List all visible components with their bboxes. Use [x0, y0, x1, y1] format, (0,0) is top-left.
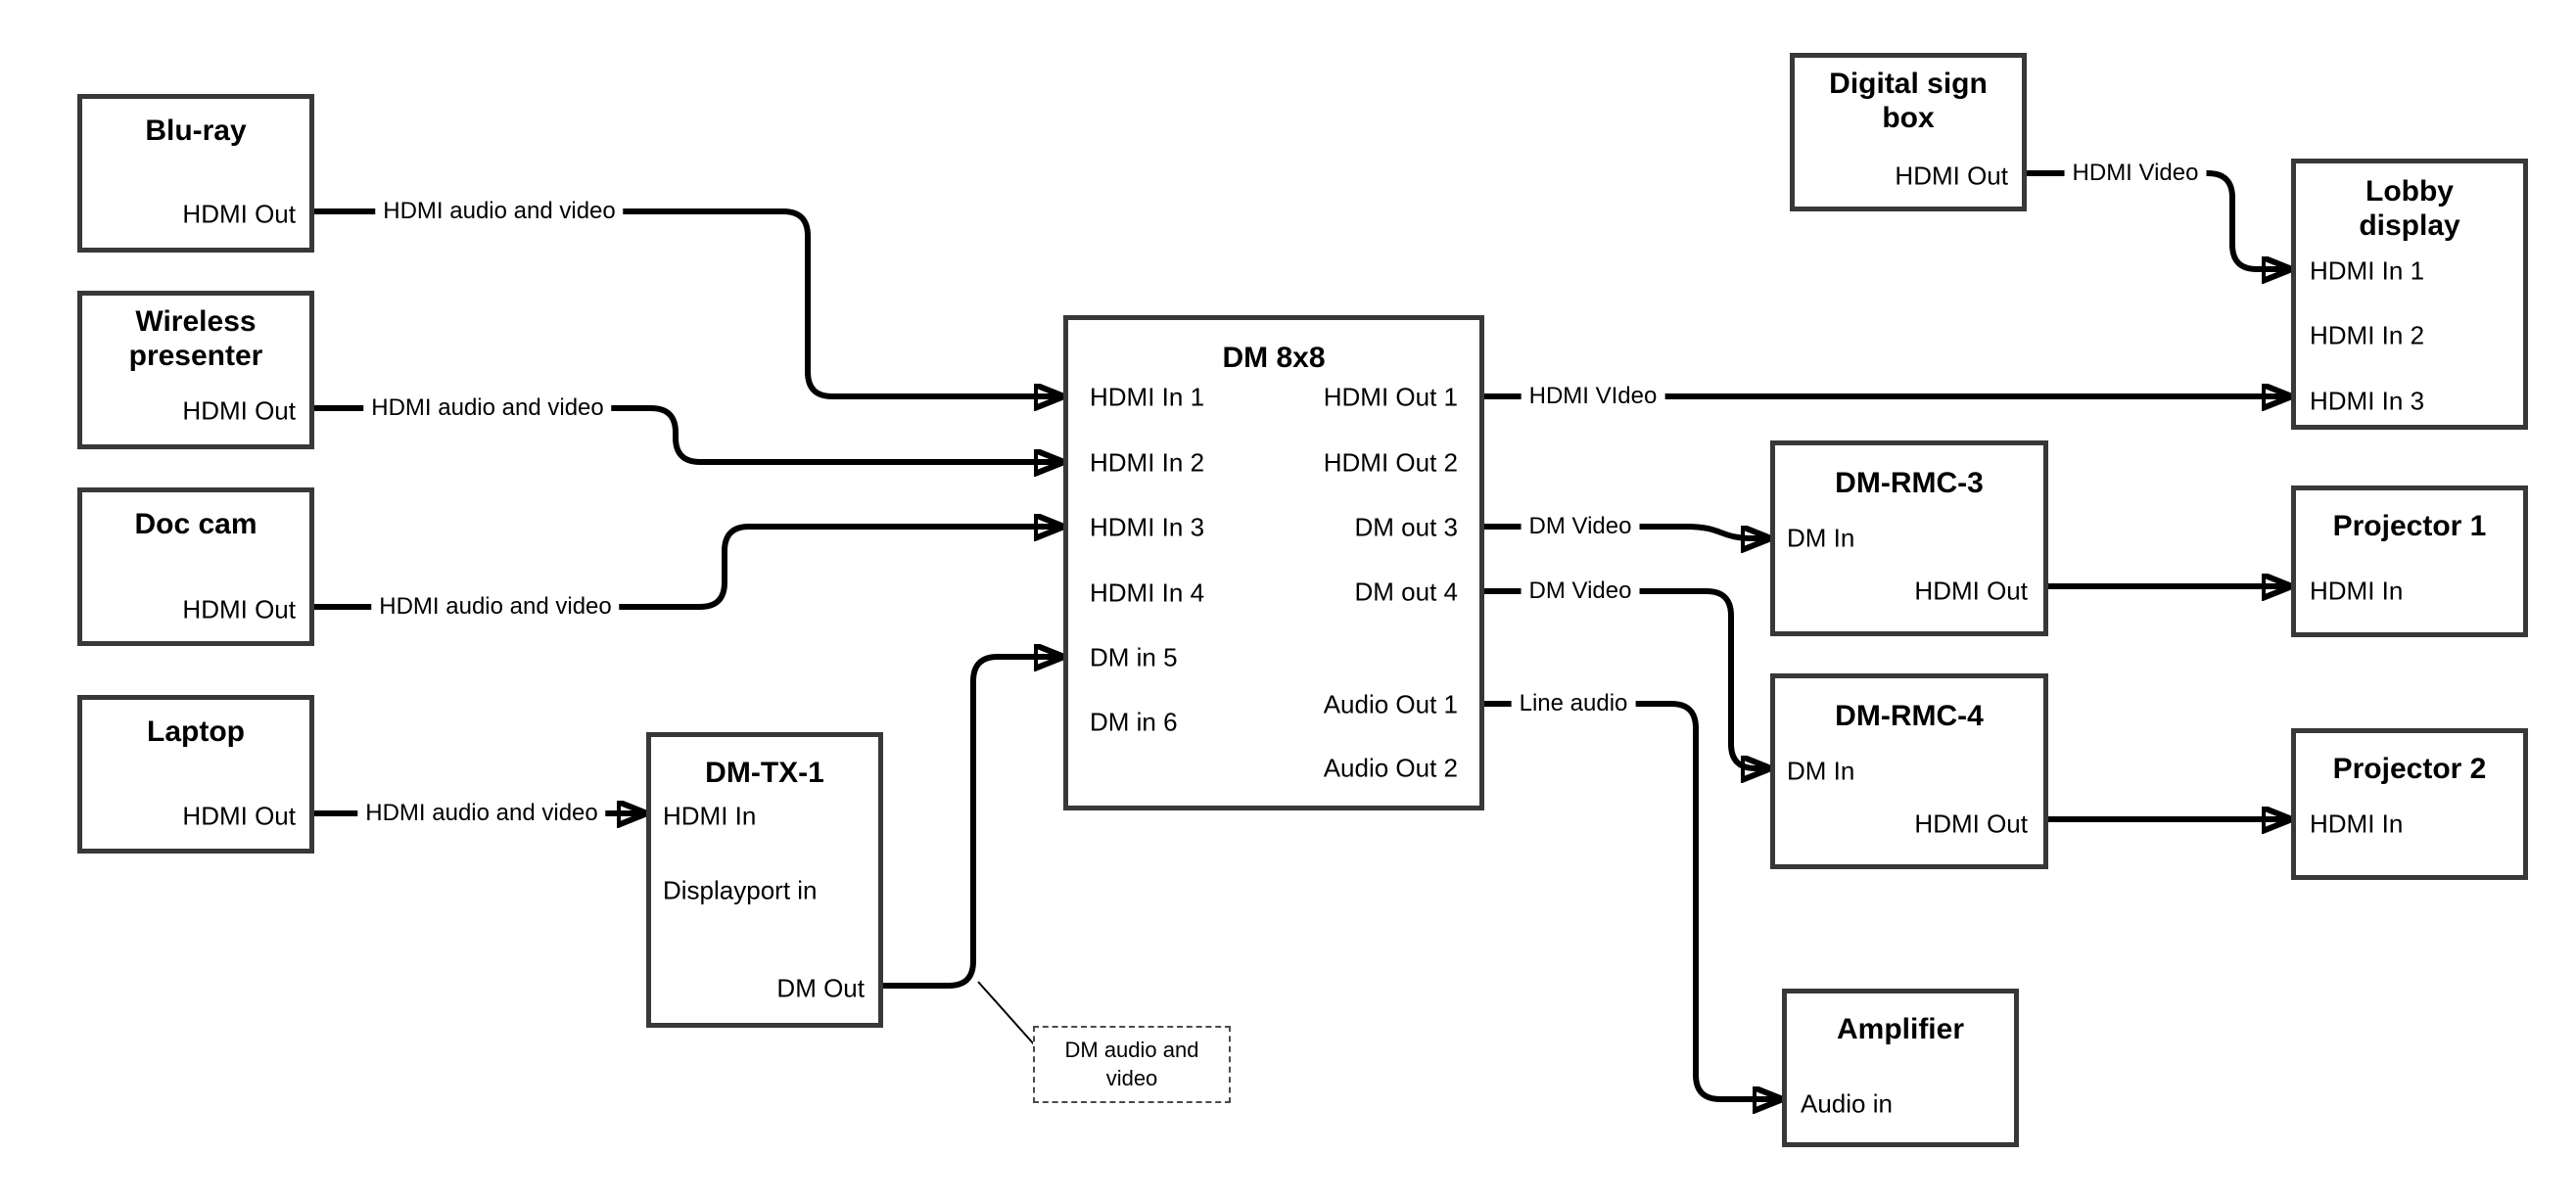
amplifier-title: Amplifier — [1836, 1013, 1965, 1045]
edge-label-digital-sign: HDMI Video — [2064, 158, 2207, 189]
port-hdmi-in: HDMI In — [2310, 808, 2404, 839]
blu-ray-title: Blu-ray — [145, 115, 247, 147]
port-dm-out: DM Out — [776, 973, 865, 1003]
edge-label-wireless: HDMI audio and video — [363, 393, 612, 424]
dm-rmc-3-title: DM-RMC-3 — [1835, 467, 1984, 499]
port-displayport-in: Displayport in — [663, 875, 818, 905]
node-laptop: Laptop HDMI Out — [77, 695, 314, 854]
edge-bluray-to-dm8x8 — [314, 208, 1063, 396]
doc-cam-title: Doc cam — [134, 508, 258, 540]
edge-dm8x8-to-amplifier — [1484, 701, 1782, 1099]
dm-tx-1-title: DM-TX-1 — [705, 757, 824, 789]
node-blu-ray: Blu-ray HDMI Out — [77, 94, 314, 253]
port-dm-out-3: DM out 3 — [1354, 512, 1458, 542]
port-dm-in: DM In — [1787, 523, 1855, 553]
port-hdmi-out: HDMI Out — [182, 199, 296, 229]
node-dm-tx-1: DM-TX-1 HDMI In Displayport in DM Out — [646, 732, 883, 1028]
port-hdmi-out: HDMI Out — [1914, 576, 2028, 606]
port-dm-in: DM In — [1787, 756, 1855, 786]
callout-line — [977, 981, 1036, 1046]
edge-doccam-to-dm8x8 — [314, 527, 1063, 610]
digital-sign-box-title: Digital sign box — [1829, 68, 1988, 134]
node-projector-2: Projector 2 HDMI In — [2291, 728, 2528, 880]
lobby-display-title: Lobby display — [2359, 175, 2460, 242]
port-hdmi-in-4: HDMI In 4 — [1090, 577, 1205, 608]
port-hdmi-in-1: HDMI In 1 — [2310, 255, 2425, 286]
edge-dmtx1-to-dm8x8 — [883, 657, 1063, 989]
port-hdmi-in-2: HDMI In 2 — [1090, 447, 1205, 478]
node-amplifier: Amplifier Audio in — [1782, 989, 2019, 1147]
edge-label-line-audio: Line audio — [1511, 688, 1636, 719]
port-hdmi-out-2: HDMI Out 2 — [1323, 447, 1458, 478]
projector-1-title: Projector 1 — [2332, 510, 2487, 542]
edge-digitalsign-to-lobby — [2027, 170, 2291, 269]
port-hdmi-in: HDMI In — [663, 801, 757, 831]
edge-label-laptop: HDMI audio and video — [357, 798, 606, 829]
dm-8x8-title: DM 8x8 — [1222, 342, 1326, 374]
port-hdmi-out: HDMI Out — [182, 594, 296, 624]
edge-label-bluray: HDMI audio and video — [375, 196, 624, 227]
callout-dm-audio-video: DM audio and video — [1033, 1026, 1231, 1103]
node-digital-sign-box: Digital sign box HDMI Out — [1790, 53, 2027, 211]
projector-2-title: Projector 2 — [2332, 753, 2487, 785]
port-dm-in-6: DM in 6 — [1090, 707, 1178, 737]
port-dm-out-4: DM out 4 — [1354, 577, 1458, 607]
port-hdmi-out-1: HDMI Out 1 — [1323, 382, 1458, 412]
laptop-title: Laptop — [147, 716, 245, 748]
node-lobby-display: Lobby display HDMI In 1 HDMI In 2 HDMI I… — [2291, 159, 2528, 430]
edge-dm8x8-to-dmrmc4 — [1484, 588, 1770, 768]
port-hdmi-out: HDMI Out — [1895, 161, 2008, 191]
edge-wireless-to-dm8x8 — [314, 405, 1063, 462]
edge-dm8x8-to-dmrmc3 — [1484, 524, 1770, 538]
edge-label-doccam: HDMI audio and video — [371, 591, 620, 623]
port-hdmi-in-3: HDMI In 3 — [1090, 512, 1205, 542]
node-doc-cam: Doc cam HDMI Out — [77, 487, 314, 646]
port-hdmi-out: HDMI Out — [1914, 808, 2028, 839]
port-hdmi-in-2: HDMI In 2 — [2310, 320, 2425, 350]
edge-label-dm-video-out4: DM Video — [1521, 576, 1640, 607]
port-hdmi-out: HDMI Out — [182, 801, 296, 831]
node-dm-rmc-3: DM-RMC-3 DM In HDMI Out — [1770, 440, 2048, 636]
port-hdmi-out: HDMI Out — [182, 395, 296, 426]
port-dm-in-5: DM in 5 — [1090, 642, 1178, 672]
port-hdmi-in-3: HDMI In 3 — [2310, 386, 2425, 416]
edge-label-dm-video-out3: DM Video — [1521, 511, 1640, 542]
port-audio-out-1: Audio Out 1 — [1323, 689, 1458, 719]
node-dm-8x8: DM 8x8 HDMI In 1 HDMI In 2 HDMI In 3 HDM… — [1063, 315, 1484, 810]
wireless-presenter-title: Wireless presenter — [128, 305, 263, 372]
node-dm-rmc-4: DM-RMC-4 DM In HDMI Out — [1770, 673, 2048, 869]
port-audio-in: Audio in — [1801, 1088, 1893, 1119]
dm-rmc-4-title: DM-RMC-4 — [1835, 700, 1984, 732]
port-hdmi-in-1: HDMI In 1 — [1090, 382, 1205, 412]
node-projector-1: Projector 1 HDMI In — [2291, 485, 2528, 637]
port-audio-out-2: Audio Out 2 — [1323, 753, 1458, 783]
port-hdmi-in: HDMI In — [2310, 576, 2404, 606]
edge-label-hdmi-video-out1: HDMI VIdeo — [1521, 381, 1665, 412]
callout-text: DM audio and video — [1064, 1037, 1199, 1090]
node-wireless-presenter: Wireless presenter HDMI Out — [77, 291, 314, 449]
